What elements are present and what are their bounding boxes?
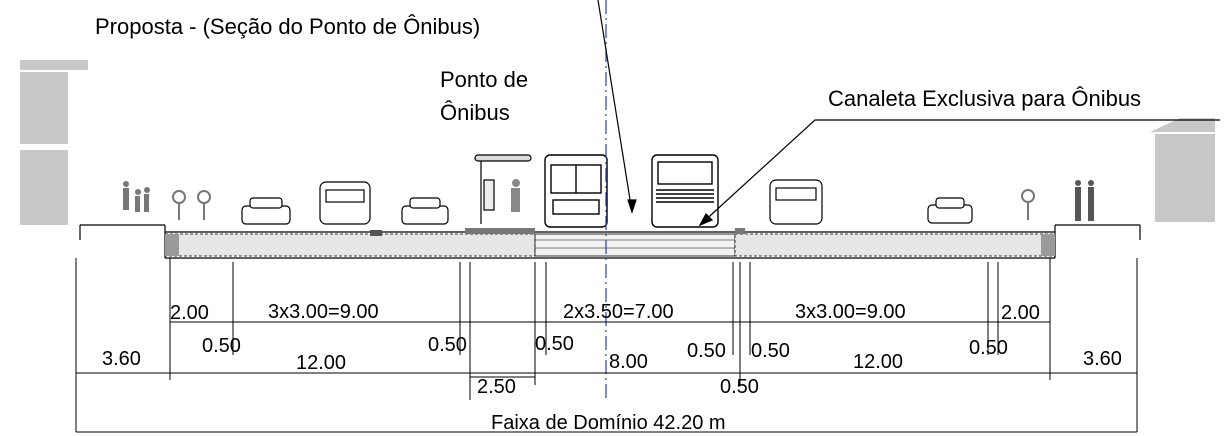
bus-stop-label-line1: Ponto de [440, 67, 528, 92]
dim-roadway-left: 12.00 [296, 352, 346, 374]
dim-bike-left: 2.00 [170, 302, 209, 324]
bus-stop-shelter [474, 154, 532, 224]
cyclists-left [172, 190, 211, 220]
dim-sep-4: 0.50 [687, 340, 726, 362]
bus-channel-label: Canaleta Exclusiva para Ônibus [828, 86, 1141, 111]
road-surface [79, 224, 1141, 259]
dim-bike-right: 2.00 [1001, 302, 1040, 324]
dim-lanes-left: 3x3.00=9.00 [268, 301, 379, 323]
dim-platform: 2.50 [477, 376, 516, 398]
dim-sep-5: 0.50 [751, 340, 790, 362]
diagram-title: Proposta - (Seção do Ponto de Ônibus) [95, 14, 480, 39]
dim-sep-6: 0.50 [969, 337, 1008, 359]
dim-sidewalk-right: 3.60 [1083, 348, 1122, 370]
leader-lines [597, 0, 1220, 227]
car-3 [927, 197, 973, 224]
pavement-layers [164, 228, 1056, 257]
pedestrians-right [1075, 180, 1094, 221]
van-1 [319, 181, 371, 225]
dim-bus-lanes: 2x3.50=7.00 [563, 301, 674, 323]
dim-sidewalk-left: 3.60 [102, 348, 141, 370]
bus-stop-label-line2: Ônibus [440, 100, 510, 125]
dim-roadway-right: 12.00 [853, 351, 903, 373]
passenger [511, 179, 520, 212]
car-2 [401, 197, 449, 225]
dim-sep-7: 0.50 [720, 376, 759, 398]
bus-right [651, 154, 719, 228]
van-2 [769, 179, 823, 225]
dim-central: 8.00 [609, 351, 648, 373]
dim-lanes-right: 3x3.00=9.00 [795, 301, 906, 323]
dim-total: Faixa de Domínio 42.20 m [491, 412, 726, 434]
bus-left [544, 154, 608, 228]
dim-sep-2: 0.50 [428, 334, 467, 356]
building-right [1150, 118, 1215, 222]
dimension-lines [75, 258, 1138, 433]
car-1 [241, 197, 291, 225]
building-left [20, 60, 88, 225]
cyclist-right [1021, 189, 1035, 220]
pedestrians-left [123, 181, 150, 212]
dim-sep-3: 0.50 [535, 333, 574, 355]
dim-sep-1: 0.50 [202, 335, 241, 357]
